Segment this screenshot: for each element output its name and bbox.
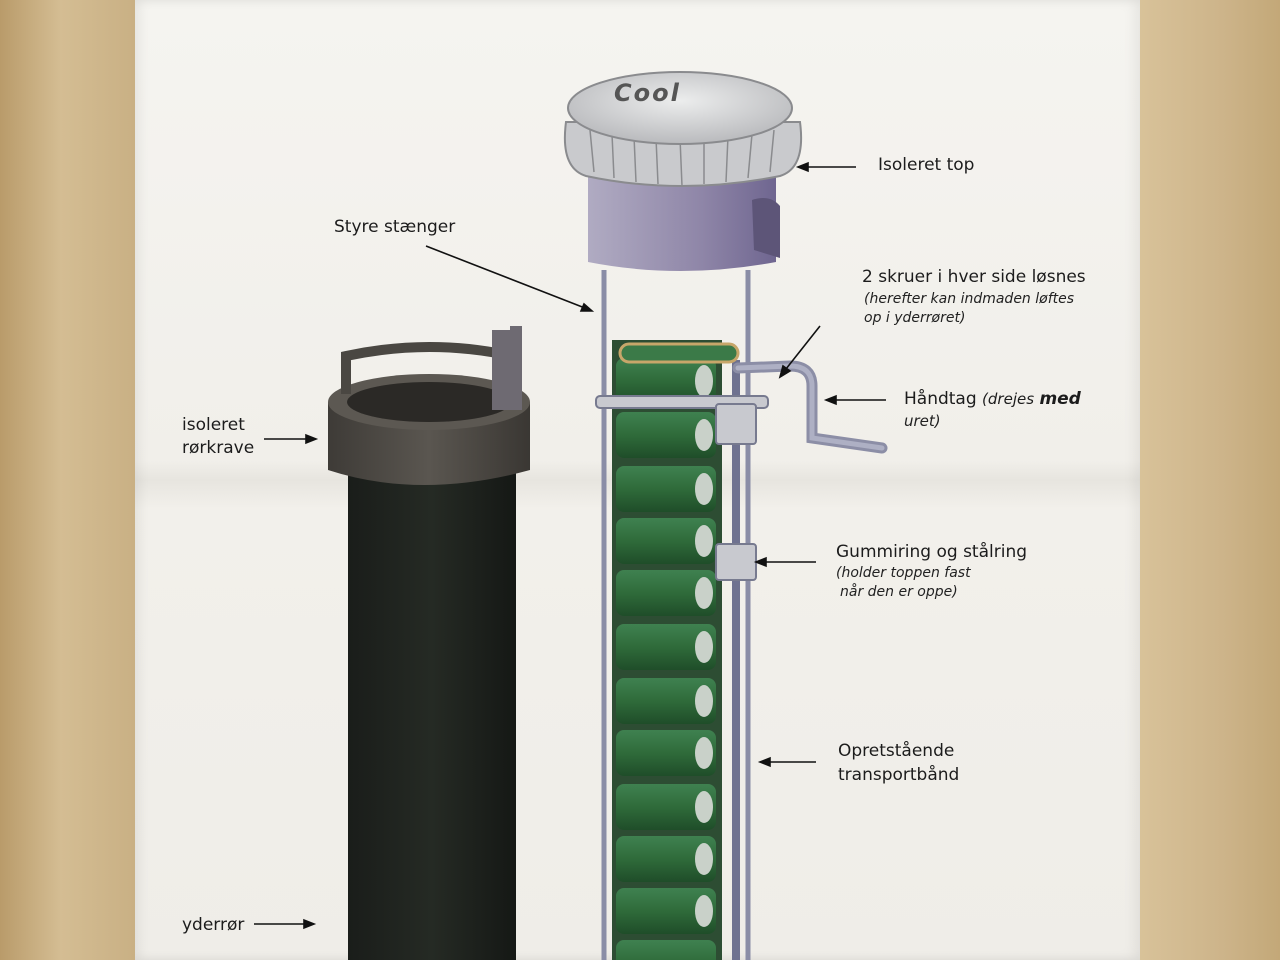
- label-haandtag-suffix: uret): [904, 412, 941, 430]
- callout-arrows: [254, 161, 886, 930]
- label-gummiring-note-2: når den er oppe): [840, 584, 958, 600]
- label-haandtag: Håndtag (drejes med: [904, 388, 1081, 410]
- wood-background-right: [1135, 0, 1280, 960]
- arrow-right-icon: [254, 918, 317, 930]
- label-yderroer: yderrør: [182, 915, 245, 935]
- brackets: [595, 395, 769, 581]
- wood-background-left: [0, 0, 135, 960]
- label-skruer-note-1: (herefter kan indmaden løftes: [864, 291, 1075, 307]
- haandtag-note-emph: med: [1039, 389, 1081, 409]
- label-roerkrave-2: rørkrave: [182, 438, 255, 458]
- label-gummiring: Gummiring og stålring: [836, 542, 1028, 562]
- outer-tube: [348, 470, 516, 960]
- arrow-left-icon: [795, 161, 856, 173]
- cap-logo: Cool: [614, 79, 681, 107]
- label-gummiring-note-1: (holder toppen fast: [836, 565, 971, 581]
- label-transport-2: transportbånd: [838, 765, 960, 785]
- haandtag-text: Håndtag: [904, 389, 977, 409]
- pipe-collar: [328, 326, 530, 485]
- insulated-top: [563, 71, 803, 271]
- arrow-left-icon: [753, 556, 816, 568]
- arrow-right-icon: [425, 245, 595, 312]
- label-skruer: 2 skruer i hver side løsnes: [862, 267, 1086, 287]
- top-roller: [618, 342, 740, 364]
- label-isoleret-top: Isoleret top: [878, 155, 975, 175]
- label-transport-1: Opretstående: [838, 741, 955, 761]
- crank-handle: [732, 360, 888, 454]
- label-skruer-note-2: op i yderrøret): [864, 310, 966, 326]
- arrow-left-icon: [757, 756, 816, 768]
- arrow-left-icon: [778, 325, 821, 379]
- guide-rods: [601, 270, 751, 960]
- label-roerkrave-1: isoleret: [182, 415, 245, 435]
- arrow-right-icon: [264, 433, 319, 445]
- arrow-left-icon: [823, 394, 886, 406]
- haandtag-note-prefix: (drejes: [982, 390, 1035, 408]
- cans: [616, 358, 716, 960]
- label-styre-staenger: Styre stænger: [334, 217, 456, 237]
